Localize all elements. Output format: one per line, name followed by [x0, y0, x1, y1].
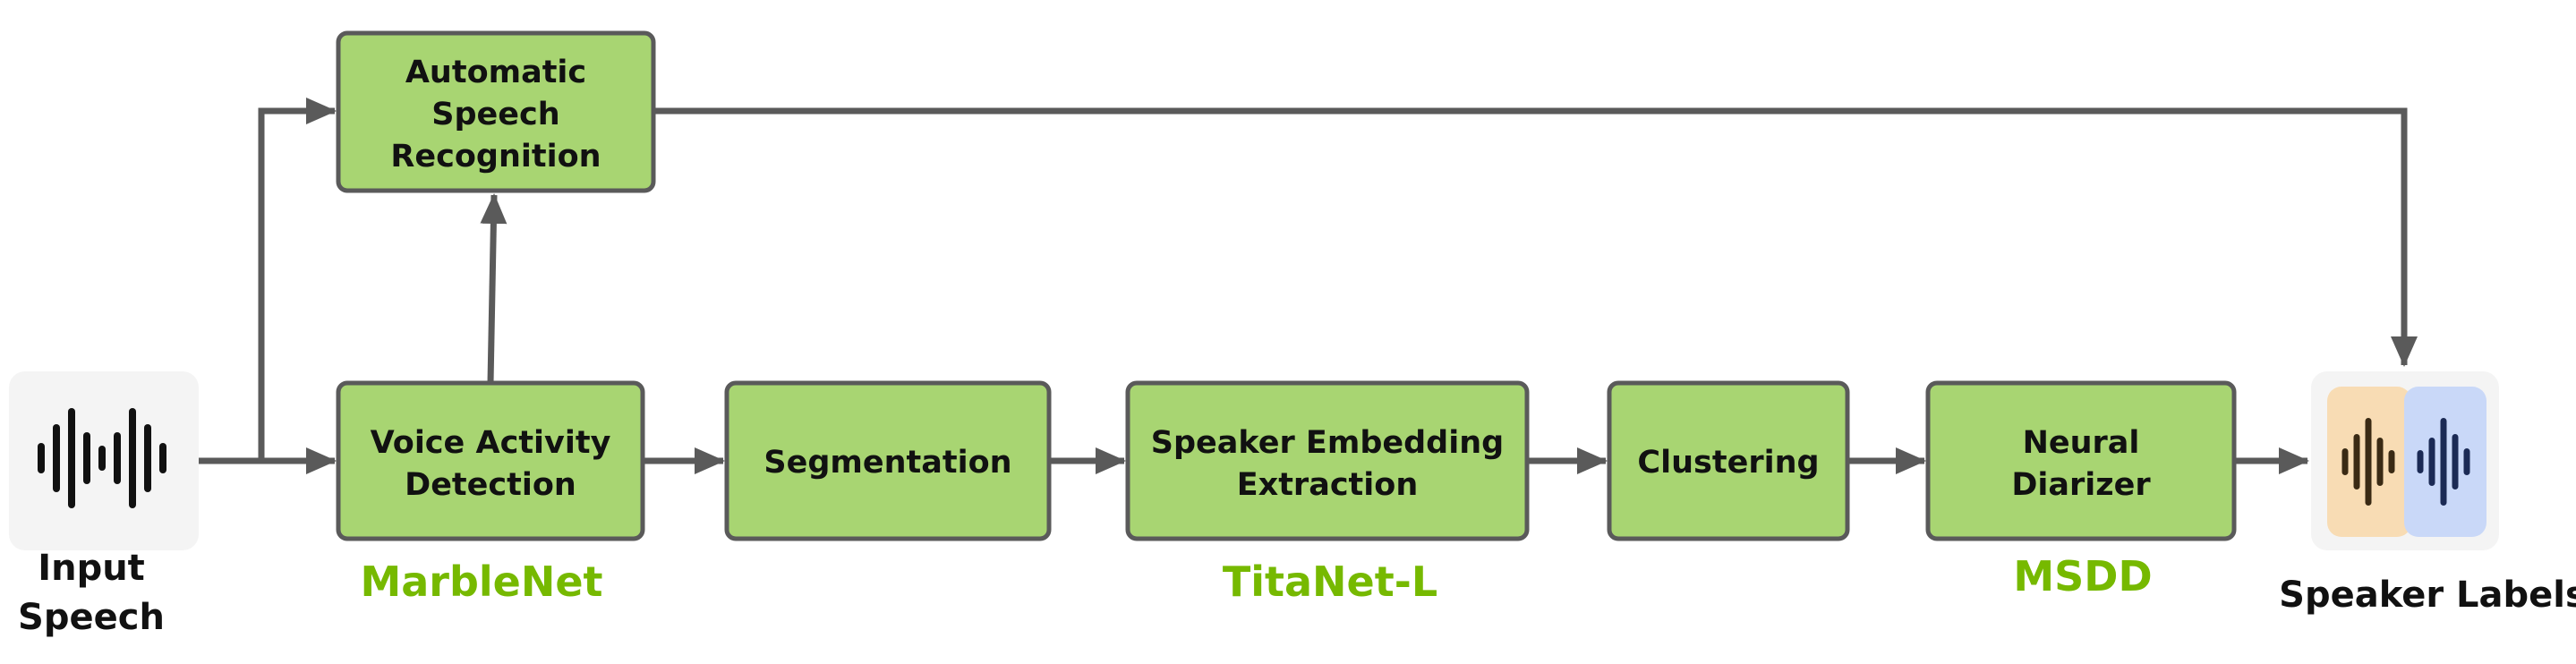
- segmentation-block: Segmentation: [724, 380, 1052, 541]
- diarizer-label-line2: Diarizer: [2011, 467, 2151, 503]
- vad-label-line2: Detection: [405, 467, 576, 503]
- embedding-label-line2: Extraction: [1237, 467, 1419, 503]
- speaker-labels-caption: Speaker Labels: [2279, 575, 2576, 616]
- speaker2-waveform-icon: [2417, 418, 2470, 506]
- vad-box: [336, 380, 645, 541]
- embedding-box: [1125, 380, 1530, 541]
- clustering-box: [1607, 380, 1850, 541]
- asr-label-line1: Automatic: [405, 55, 586, 90]
- segmentation-label: Segmentation: [763, 445, 1011, 481]
- clustering-label: Clustering: [1637, 445, 1819, 481]
- waveform-bar: [2440, 418, 2447, 506]
- waveform-bar: [68, 408, 75, 508]
- speaker-labels-output: Speaker Labels: [2279, 371, 2576, 616]
- input-speech: Input Speech: [9, 371, 199, 638]
- arrow-asr-to-output: [653, 107, 2418, 367]
- asr-block: Automatic Speech Recognition: [336, 30, 656, 193]
- arrow-vad-to-asr: [480, 193, 508, 384]
- waveform-bar: [2365, 418, 2372, 506]
- waveform-bar: [53, 424, 60, 492]
- diarizer-box: [1925, 380, 2237, 541]
- connectors: [199, 98, 2418, 474]
- waveform-bar: [2452, 434, 2459, 489]
- waveform-bar: [2376, 438, 2384, 486]
- vad-model-label: MarbleNet: [360, 558, 602, 606]
- waveform-bar: [83, 432, 90, 484]
- input-speech-label-line1: Input: [38, 548, 145, 589]
- waveform-bar: [98, 446, 106, 471]
- asr-label-line3: Recognition: [390, 139, 601, 175]
- waveform-bar: [2353, 434, 2360, 489]
- diarizer-label-line1: Neural: [2023, 425, 2140, 461]
- embedding-label-line1: Speaker Embedding: [1151, 425, 1504, 461]
- diarizer-model-label: MSDD: [2013, 552, 2152, 600]
- waveform-bar: [2388, 450, 2395, 473]
- asr-box: [336, 30, 656, 193]
- waveform-bar: [114, 432, 121, 484]
- embedding-block: Speaker Embedding Extraction TitaNet-L: [1125, 380, 1530, 606]
- waveform-bar: [2417, 450, 2424, 473]
- speaker1-waveform-icon: [2341, 418, 2395, 506]
- diarizer-block: Neural Diarizer MSDD: [1925, 380, 2237, 600]
- embedding-model-label: TitaNet-L: [1223, 558, 1437, 606]
- arrow-input-to-asr: [258, 98, 337, 461]
- waveform-icon: [38, 408, 166, 508]
- waveform-bar: [2463, 448, 2470, 475]
- vad-block: Voice Activity Detection MarbleNet: [336, 380, 645, 606]
- vad-label-line1: Voice Activity: [371, 425, 611, 461]
- waveform-bar: [2341, 448, 2349, 475]
- waveform-bar: [2428, 438, 2435, 486]
- clustering-block: Clustering: [1607, 380, 1850, 541]
- waveform-bar: [129, 408, 136, 508]
- asr-label-line2: Speech: [431, 97, 559, 132]
- waveform-bar: [38, 443, 45, 473]
- waveform-bar: [159, 443, 166, 473]
- waveform-bar: [144, 424, 151, 492]
- segmentation-box: [724, 380, 1052, 541]
- input-speech-label-line2: Speech: [18, 597, 165, 638]
